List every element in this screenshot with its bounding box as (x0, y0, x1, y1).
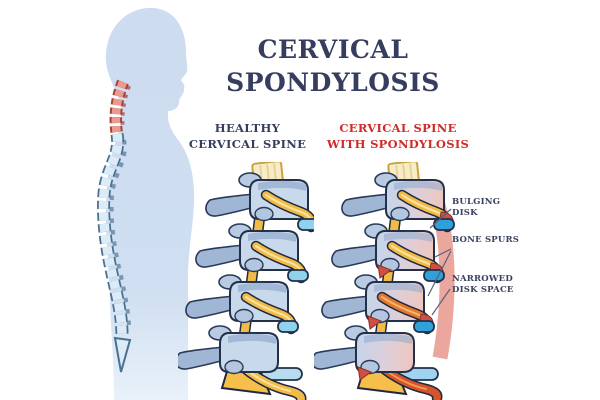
vertebra-unit-degenerated (321, 274, 435, 332)
page-title: CERVICAL SPONDYLOSIS (226, 35, 440, 97)
silhouette-spine (97, 132, 131, 337)
human-profile-figure (97, 7, 195, 400)
healthy-spine-illustration (178, 162, 314, 400)
disk (277, 320, 299, 333)
heading-healthy-spine: HEALTHY CERVICAL SPINE (188, 121, 307, 151)
sacrum (113, 336, 132, 373)
cervical-highlight (109, 79, 131, 136)
body-silhouette (105, 7, 195, 400)
spondylosis-spine-illustration (314, 162, 455, 400)
heading-spondylosis-spine: CERVICAL SPINE WITH SPONDYLOSIS (326, 121, 470, 151)
annotation-bone-spurs: BONE SPURS (452, 235, 520, 245)
annotation-leader-lines (427, 208, 452, 316)
annotation-narrowed-disk-space: NARROWED DISK SPACE (452, 274, 514, 296)
disk (297, 218, 314, 231)
annotation-bulging-disk: BULGING DISK (452, 197, 501, 219)
vertebra-unit (178, 325, 279, 375)
disk (287, 269, 309, 282)
vertebra-unit-degenerated (314, 325, 415, 381)
